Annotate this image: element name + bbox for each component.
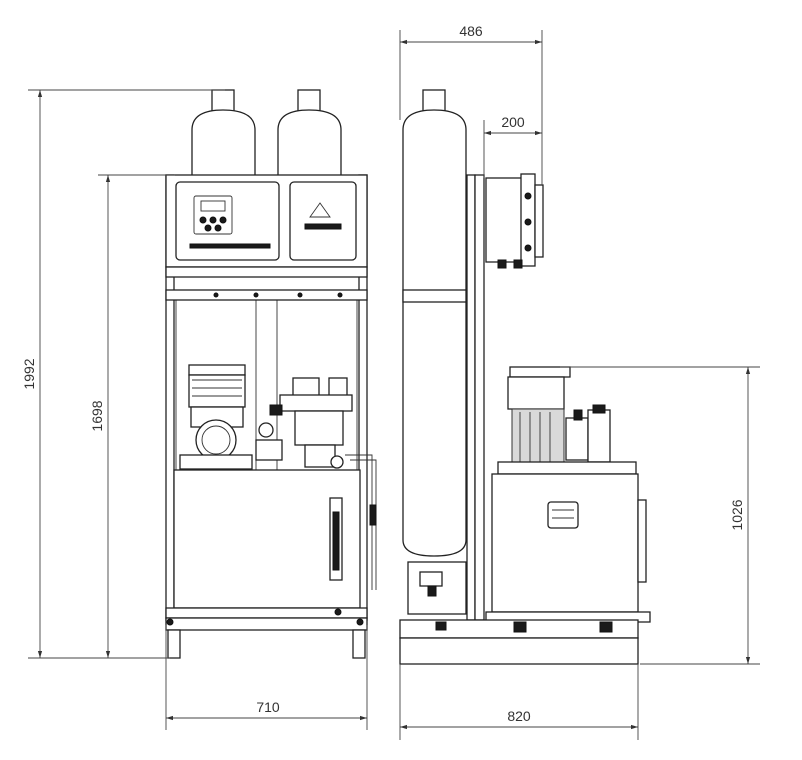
dim-front-height-frame: 1698 [89, 400, 105, 431]
power-nameplate [304, 223, 342, 230]
side-oil-tank [491, 473, 639, 613]
tank-handle [547, 501, 579, 529]
dimension-lines [28, 30, 760, 740]
dim-side-height-pump: 1026 [729, 499, 745, 530]
valve-block [255, 377, 377, 590]
dim-side-box-offset: 200 [501, 114, 525, 130]
dim-side-depth-top: 486 [459, 23, 483, 39]
side-stand [407, 561, 467, 615]
side-electrical-box [485, 173, 544, 269]
oil-tank [173, 469, 361, 609]
accumulator-left [191, 89, 256, 176]
side-motor [497, 366, 637, 475]
foot-left [167, 629, 181, 659]
power-box [289, 181, 357, 261]
dim-front-width: 710 [256, 699, 280, 715]
front-view [165, 89, 377, 659]
side-upright [466, 174, 476, 621]
side-view [399, 89, 651, 665]
accumulator-right [277, 89, 342, 176]
dim-front-height-total: 1992 [21, 358, 37, 389]
crossbar [165, 289, 368, 301]
side-accumulator [402, 89, 467, 557]
warning-icon [309, 202, 331, 218]
display-screen [193, 195, 233, 235]
foot-right [352, 629, 366, 659]
motor [179, 364, 253, 470]
dim-side-depth-base: 820 [507, 708, 531, 724]
control-box [175, 181, 280, 261]
control-nameplate [189, 243, 271, 249]
